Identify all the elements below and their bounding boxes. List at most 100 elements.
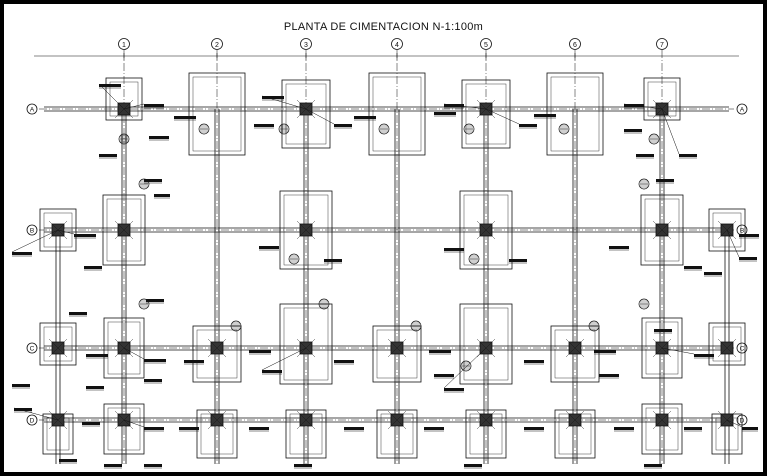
leader-line <box>485 108 520 125</box>
footing-inner <box>43 326 73 362</box>
column-diag <box>476 410 496 430</box>
annotation-mark <box>644 464 662 467</box>
annotation-mark <box>344 427 364 430</box>
annotation-mark <box>324 259 342 262</box>
footing <box>643 77 681 121</box>
footing <box>188 72 246 156</box>
footing <box>465 409 507 459</box>
footing-inner <box>645 407 679 451</box>
annotation-mark <box>294 464 312 467</box>
footing-inner <box>285 83 327 145</box>
footing-inner <box>712 212 742 248</box>
footing <box>102 194 146 266</box>
annotation-mark <box>69 312 87 315</box>
leader-line <box>57 229 75 235</box>
footing <box>39 322 77 366</box>
annotation-mark <box>144 104 164 107</box>
footing-inner <box>283 307 329 381</box>
grid-label-D: D <box>30 418 35 425</box>
annotation-mark <box>12 384 30 387</box>
footing <box>281 79 331 149</box>
drain-symbol <box>278 123 290 135</box>
column-diag <box>114 220 134 240</box>
grid-label-1: 1 <box>122 42 126 49</box>
leader-line <box>443 347 487 389</box>
grid-label-7: 7 <box>660 42 664 49</box>
drain-symbol <box>558 123 570 135</box>
drain-symbol <box>138 298 150 310</box>
annotation-mark <box>599 374 619 377</box>
column-diag <box>565 338 585 358</box>
grid-bubble-2 <box>211 38 223 50</box>
annotation-mark <box>742 427 758 430</box>
annotation-mark <box>86 354 108 357</box>
footing-inner <box>550 76 600 152</box>
drain-symbol <box>118 133 130 145</box>
drawing-title: PLANTA DE CIMENTACION N-1:100m <box>283 21 484 33</box>
footing <box>376 409 418 459</box>
footing <box>640 194 684 266</box>
leader-line <box>661 347 695 355</box>
annotation-mark <box>262 370 282 373</box>
leader-line <box>98 83 125 110</box>
footing-inner <box>196 329 238 379</box>
grid-bubble-3 <box>300 38 312 50</box>
annotation-mark <box>424 427 444 430</box>
annotation-mark <box>99 84 121 87</box>
annotation-mark <box>594 350 616 353</box>
footing <box>368 72 426 156</box>
annotation-mark <box>144 359 166 362</box>
leader-line <box>261 347 307 371</box>
grid-label-5: 5 <box>484 42 488 49</box>
grid-bubble-C <box>736 342 748 354</box>
annotation-mark <box>104 464 122 467</box>
footing-inner <box>376 329 418 379</box>
annotation-mark <box>334 124 352 127</box>
annotation-mark <box>434 374 454 377</box>
annotation-mark <box>684 266 702 269</box>
footing <box>461 79 511 149</box>
footing-inner <box>372 76 422 152</box>
annotation-mark <box>82 422 100 425</box>
annotation-mark <box>179 427 199 430</box>
annotation-mark <box>444 104 464 107</box>
grid-bubble-5 <box>480 38 492 50</box>
annotation-mark <box>464 464 482 467</box>
annotation-mark <box>259 246 279 249</box>
leader-line <box>261 95 307 110</box>
annotation-mark <box>144 379 162 382</box>
annotation-mark <box>249 427 269 430</box>
footing-inner <box>107 407 141 451</box>
leader-line <box>123 419 145 428</box>
footing-inner <box>106 198 142 262</box>
annotation-mark <box>524 427 544 430</box>
annotation-mark <box>636 154 654 157</box>
annotation-mark <box>429 350 451 353</box>
leader-line <box>305 108 335 125</box>
annotation-mark <box>249 350 271 353</box>
annotation-mark <box>444 388 464 391</box>
annotation-mark <box>144 464 162 467</box>
column-diag <box>652 410 672 430</box>
drain-symbol <box>648 133 660 145</box>
annotation-mark <box>84 266 102 269</box>
leader-line <box>726 419 743 428</box>
annotation-mark <box>149 136 169 139</box>
grid-bubble-B <box>26 224 38 236</box>
leader-line <box>443 103 487 110</box>
annotation-mark <box>739 257 757 260</box>
column-diag <box>652 220 672 240</box>
grid-bubble-A <box>26 103 38 115</box>
annotation-mark <box>679 154 697 157</box>
annotation-mark <box>434 112 456 115</box>
grid-label-C: C <box>740 346 745 353</box>
grid-bubble-7 <box>656 38 668 50</box>
column-diag <box>717 338 737 358</box>
column-diag <box>207 410 227 430</box>
grid-label-3: 3 <box>304 42 308 49</box>
annotation-mark <box>99 154 117 157</box>
annotation-mark <box>144 179 162 182</box>
leader-line <box>11 229 59 253</box>
leader-line <box>661 108 680 155</box>
